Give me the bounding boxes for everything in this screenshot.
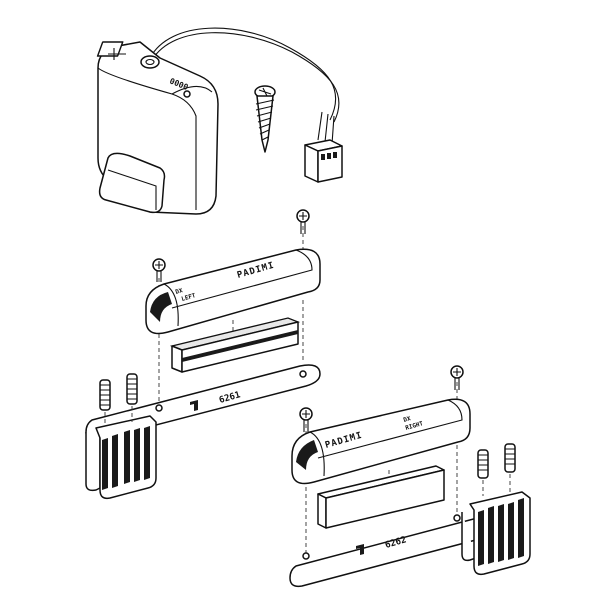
cover-screw-left-1 [152, 258, 166, 282]
threaded-stud-left-2 [126, 373, 138, 405]
left-cover-side-code: DX [175, 287, 184, 296]
wood-screw [254, 85, 276, 153]
threaded-stud-right-1 [477, 449, 489, 479]
control-unit: 0000 [96, 27, 343, 215]
threaded-stud-right-2 [504, 443, 516, 473]
left-assembly: PADIMI DX LEFT 6261 [85, 209, 321, 500]
cable-gland [140, 55, 160, 69]
left-cover-side-label: LEFT [181, 292, 197, 303]
threaded-stud-left-1 [99, 379, 111, 411]
cover-screw-right-1 [299, 407, 313, 432]
right-cover-side-code: DX [403, 415, 412, 424]
bracket-right [461, 491, 531, 576]
magnet-bar-right [317, 465, 445, 529]
wire-connector-plug [304, 139, 343, 183]
right-assembly: PADIMI DX RIGHT 6262 [289, 365, 531, 588]
magnet-bar-left [169, 317, 301, 373]
bracket-left [85, 415, 157, 500]
right-cover-side-label: RIGHT [405, 420, 425, 432]
control-unit-mount-tab [98, 152, 166, 214]
cover-screw-left-2 [296, 209, 310, 234]
cover-screw-right-2 [450, 365, 464, 390]
connection-cable [149, 27, 337, 121]
